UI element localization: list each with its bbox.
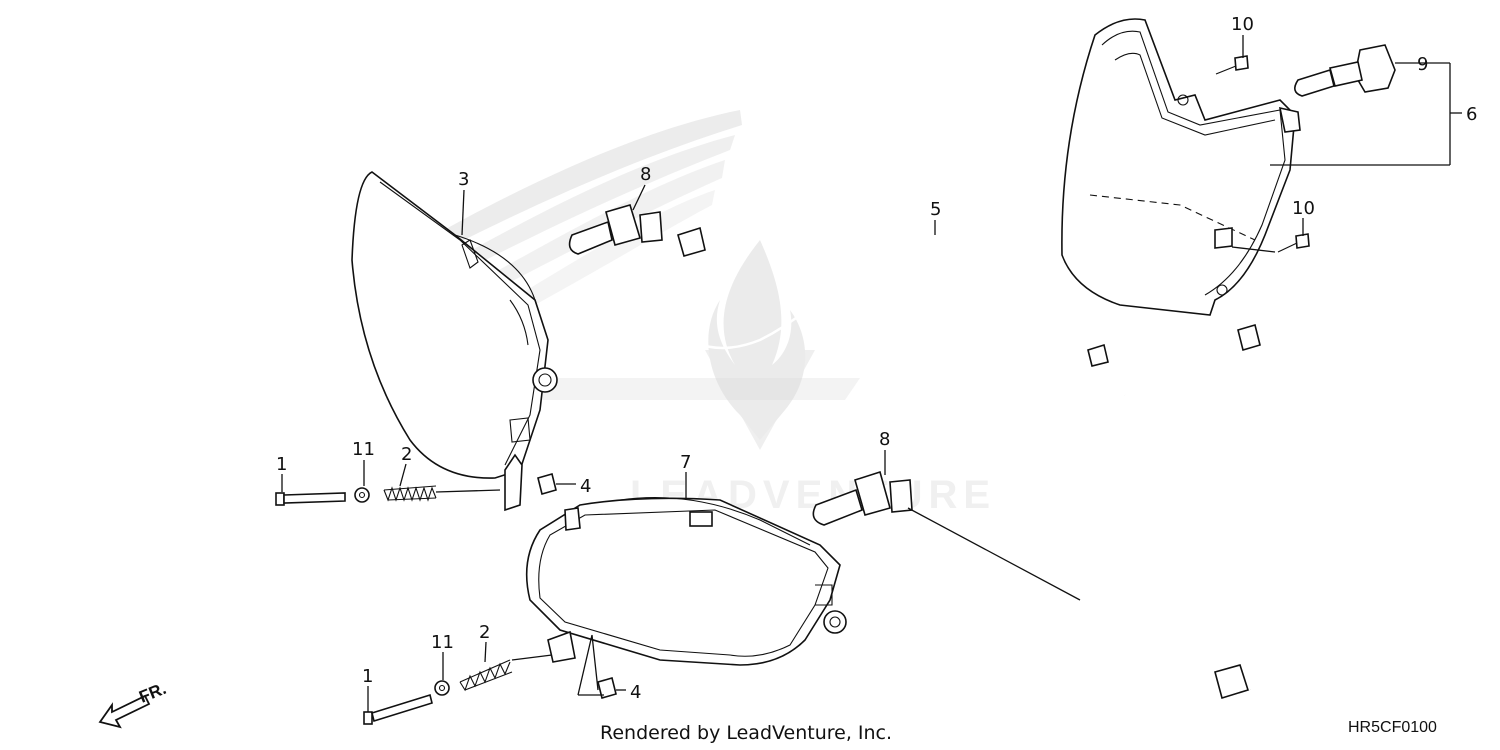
callout-2-lower: 2 — [479, 622, 490, 643]
callout-7: 7 — [680, 452, 691, 473]
front-arrow-icon — [98, 694, 151, 729]
tail-light-housing[interactable] — [1061, 18, 1301, 316]
screw-10-upper[interactable] — [1215, 55, 1249, 75]
callout-2-upper: 2 — [401, 444, 412, 465]
front-label: FR. — [136, 679, 169, 707]
headlight-bulb-upper[interactable] — [568, 204, 663, 255]
callout-1-upper: 1 — [276, 454, 287, 475]
nut-4-lower[interactable] — [597, 677, 617, 699]
callout-6: 6 — [1466, 104, 1477, 125]
callout-10-lower: 10 — [1292, 198, 1315, 219]
washer-11-upper[interactable] — [354, 487, 370, 503]
bolt-1-lower[interactable] — [363, 693, 433, 725]
callout-5: 5 — [930, 199, 941, 220]
rendered-by-credit: Rendered by LeadVenture, Inc. — [600, 722, 892, 744]
washer-11-lower[interactable] — [434, 680, 450, 696]
spring-2-upper[interactable] — [383, 485, 437, 502]
callout-11-lower: 11 — [431, 632, 454, 653]
callout-4-lower: 4 — [630, 682, 641, 703]
callout-8-upper: 8 — [640, 164, 651, 185]
diagram-code: HR5CF0100 — [1348, 719, 1437, 736]
spring-2-lower[interactable] — [459, 659, 513, 692]
screw-10-lower[interactable] — [1277, 233, 1310, 253]
headlight-bulb-lower[interactable] — [812, 470, 913, 526]
callout-3: 3 — [458, 169, 469, 190]
callout-labels: 1 11 2 3 4 5 6 7 8 8 9 10 10 1 11 2 4 — [276, 14, 1477, 703]
bolt-1-upper[interactable] — [275, 492, 346, 506]
bulb-9[interactable] — [1294, 44, 1396, 97]
headlight-left-upper[interactable] — [351, 171, 558, 512]
leader-lines — [281, 35, 1462, 712]
callout-4-upper: 4 — [580, 476, 591, 497]
callout-10-upper: 10 — [1231, 14, 1254, 35]
callout-1-lower: 1 — [362, 666, 373, 687]
nut-4-upper[interactable] — [537, 473, 557, 495]
callout-9: 9 — [1417, 54, 1428, 75]
wire-harness[interactable] — [665, 224, 1262, 700]
headlight-lower[interactable] — [525, 496, 847, 666]
front-direction-arrow: FR. — [98, 679, 169, 729]
callout-8-lower: 8 — [879, 429, 890, 450]
callout-11-upper: 11 — [352, 439, 375, 460]
